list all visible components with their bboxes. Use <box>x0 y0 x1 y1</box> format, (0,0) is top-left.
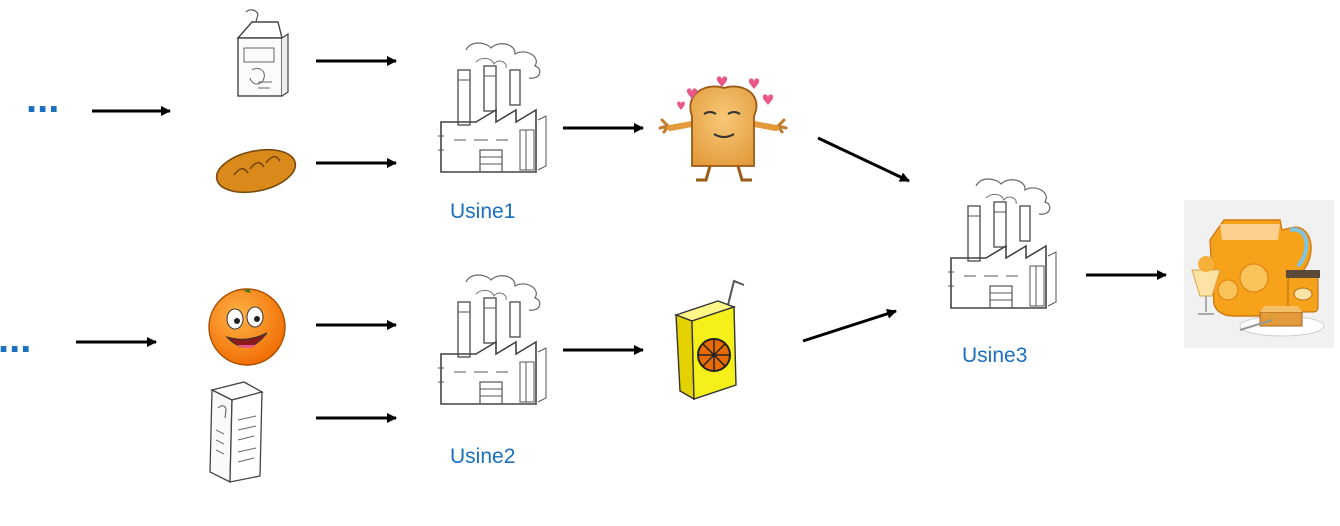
juice-box-icon <box>673 279 745 401</box>
bread-icon <box>215 148 297 194</box>
sugar-box-icon <box>209 381 264 484</box>
toast-icon <box>658 76 788 182</box>
orange-icon <box>208 288 286 366</box>
usine1-label: Usine1 <box>450 200 515 223</box>
usine2-factory-icon <box>437 274 547 405</box>
breakfast-icon <box>1184 200 1334 348</box>
usine3-factory-icon <box>947 178 1057 309</box>
usine1-factory-icon <box>437 42 547 173</box>
row1-more-inputs: ... <box>26 77 59 121</box>
usine3-label: Usine3 <box>962 344 1027 367</box>
arrow-toast-to-usine3 <box>817 136 910 183</box>
arrow-juice-to-usine3 <box>802 309 897 343</box>
milk-carton-icon <box>236 9 289 97</box>
row2-more-inputs: ... <box>0 317 31 361</box>
usine2-label: Usine2 <box>450 445 515 468</box>
